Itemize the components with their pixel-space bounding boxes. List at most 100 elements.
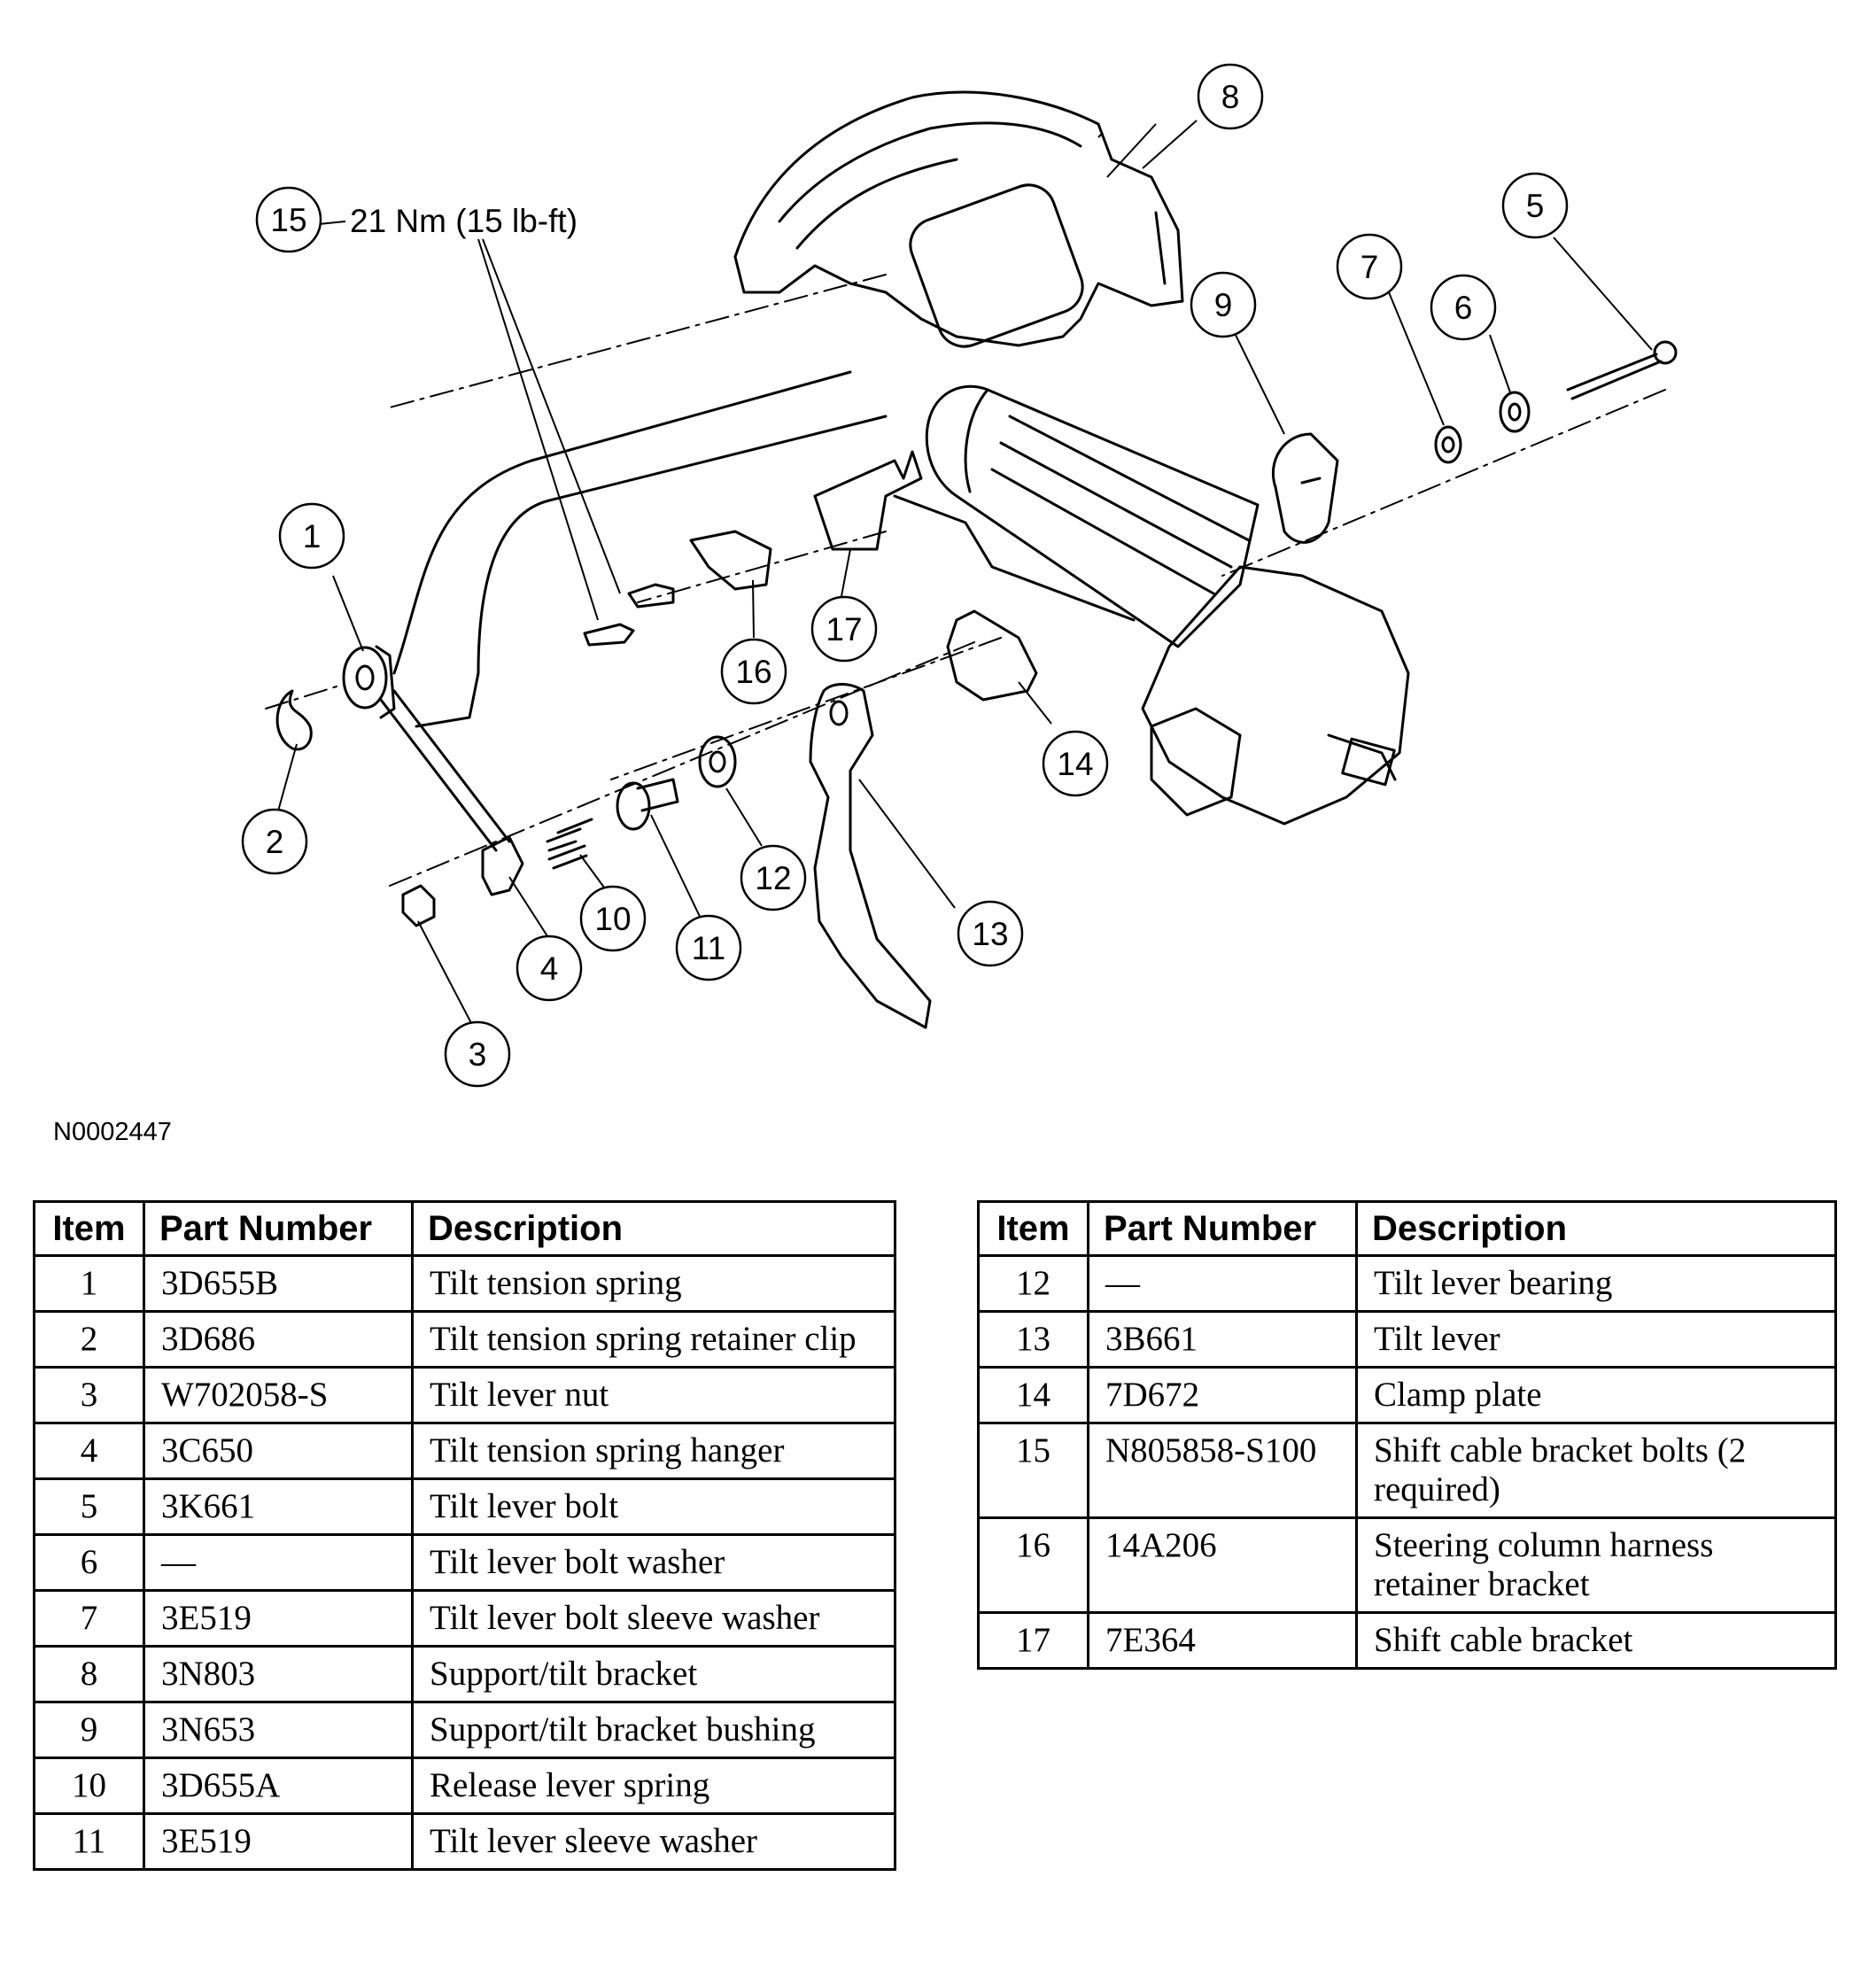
cell-part-number: 3D655B bbox=[143, 1254, 414, 1313]
cell-part-number: 3D655A bbox=[143, 1756, 414, 1815]
cell-part-number: 3K661 bbox=[143, 1477, 414, 1536]
cell-item: 5 bbox=[33, 1477, 145, 1536]
callout-label: 8 bbox=[1221, 79, 1240, 115]
shift-cable-bracket bbox=[813, 450, 923, 551]
callout-circle-13 bbox=[957, 900, 1024, 967]
cell-description: Tilt tension spring hanger bbox=[411, 1422, 896, 1480]
callout-label: 9 bbox=[1214, 287, 1233, 323]
cell-part-number: 3C650 bbox=[143, 1422, 414, 1480]
callout-label: 10 bbox=[594, 901, 631, 937]
shift-cable-bracket-bolt-upper bbox=[627, 583, 675, 609]
header-part-number: Part Number bbox=[1087, 1200, 1358, 1257]
cell-item: 7 bbox=[33, 1589, 145, 1648]
callout-circle-17 bbox=[810, 595, 878, 663]
steering-column-tube bbox=[925, 384, 1260, 648]
tilt-tension-spring bbox=[342, 646, 388, 710]
header-description: Description bbox=[411, 1200, 896, 1257]
cell-part-number: 7E364 bbox=[1087, 1611, 1358, 1670]
cell-item: 17 bbox=[977, 1611, 1089, 1670]
callout-label: 3 bbox=[469, 1036, 487, 1073]
cell-description: Tilt lever bearing bbox=[1355, 1254, 1837, 1313]
table-row: 12—Tilt lever bearing bbox=[977, 1254, 1837, 1313]
cell-item: 8 bbox=[33, 1645, 145, 1703]
callout-label: 15 bbox=[270, 202, 306, 238]
cell-description: Release lever spring bbox=[411, 1756, 896, 1815]
callout-circle-5 bbox=[1501, 172, 1569, 239]
tilt-lever-nut bbox=[401, 884, 436, 927]
callout-circle-8 bbox=[1197, 63, 1264, 130]
support-tilt-bracket bbox=[733, 90, 1184, 347]
cell-description: Tilt lever bbox=[1355, 1310, 1837, 1369]
cell-description: Tilt tension spring bbox=[411, 1254, 896, 1313]
callout-label: 11 bbox=[692, 930, 725, 966]
cell-item: 14 bbox=[977, 1366, 1089, 1424]
callout-label: 16 bbox=[735, 654, 771, 690]
bracket-bushing bbox=[1271, 432, 1339, 544]
torque-spec: 21 Nm (15 lb-ft) bbox=[350, 203, 578, 239]
cell-description: Tilt lever bolt sleeve washer bbox=[411, 1589, 896, 1648]
cell-item: 3 bbox=[33, 1366, 145, 1424]
cell-part-number: W702058-S bbox=[143, 1366, 414, 1424]
callout-circle-2 bbox=[241, 808, 308, 875]
cell-item: 10 bbox=[33, 1756, 145, 1815]
cell-part-number: — bbox=[143, 1533, 414, 1592]
cell-item: 2 bbox=[33, 1310, 145, 1369]
cell-description: Tilt lever bolt bbox=[411, 1477, 896, 1536]
bolt-washer bbox=[1499, 391, 1531, 433]
callout-label: 12 bbox=[755, 860, 791, 896]
cell-item: 15 bbox=[977, 1422, 1089, 1519]
callout-circle-7 bbox=[1336, 233, 1403, 300]
retainer-clip bbox=[275, 689, 313, 751]
cell-item: 1 bbox=[33, 1254, 145, 1313]
cell-description: Support/tilt bracket bbox=[411, 1645, 896, 1703]
cell-part-number: 3N803 bbox=[143, 1645, 414, 1703]
tilt-lever-bolt bbox=[1566, 353, 1663, 400]
cell-part-number: 3E519 bbox=[143, 1812, 414, 1871]
cell-part-number: N805858-S100 bbox=[1087, 1422, 1358, 1519]
tilt-lever-bearing bbox=[698, 735, 737, 788]
header-description: Description bbox=[1355, 1200, 1837, 1257]
callout-circle-4 bbox=[516, 934, 583, 1002]
cell-description: Shift cable bracket bbox=[1355, 1611, 1837, 1670]
cell-part-number: — bbox=[1087, 1254, 1358, 1313]
cell-part-number: 3N653 bbox=[143, 1701, 414, 1759]
table-header-row: Item Part Number Description bbox=[977, 1200, 1837, 1257]
callout-circle-14 bbox=[1042, 730, 1109, 797]
bolt-sleeve-washer bbox=[1434, 425, 1462, 464]
shift-cable-bracket-bolt-lower bbox=[583, 623, 635, 647]
callout-circle-15 bbox=[255, 186, 322, 253]
sleeve-washer bbox=[616, 781, 651, 831]
cell-description: Tilt lever nut bbox=[411, 1366, 896, 1424]
cell-part-number: 3D686 bbox=[143, 1310, 414, 1369]
callout-circle-12 bbox=[740, 844, 807, 911]
clamp-plate bbox=[946, 609, 1038, 702]
header-item: Item bbox=[977, 1200, 1089, 1257]
cell-description: Tilt tension spring retainer clip bbox=[411, 1310, 896, 1369]
header-item: Item bbox=[33, 1200, 145, 1257]
cell-part-number: 3B661 bbox=[1087, 1310, 1358, 1369]
cell-description: Shift cable bracket bolts (2 required) bbox=[1355, 1422, 1837, 1519]
cell-item: 6 bbox=[33, 1533, 145, 1592]
cell-description: Steering column harness retainer bracket bbox=[1355, 1516, 1837, 1614]
header-part-number: Part Number bbox=[143, 1200, 414, 1257]
cell-item: 9 bbox=[33, 1701, 145, 1759]
cell-part-number: 14A206 bbox=[1087, 1516, 1358, 1614]
callout-circle-11 bbox=[675, 914, 742, 981]
cell-item: 12 bbox=[977, 1254, 1089, 1313]
callout-label: 5 bbox=[1526, 188, 1545, 224]
